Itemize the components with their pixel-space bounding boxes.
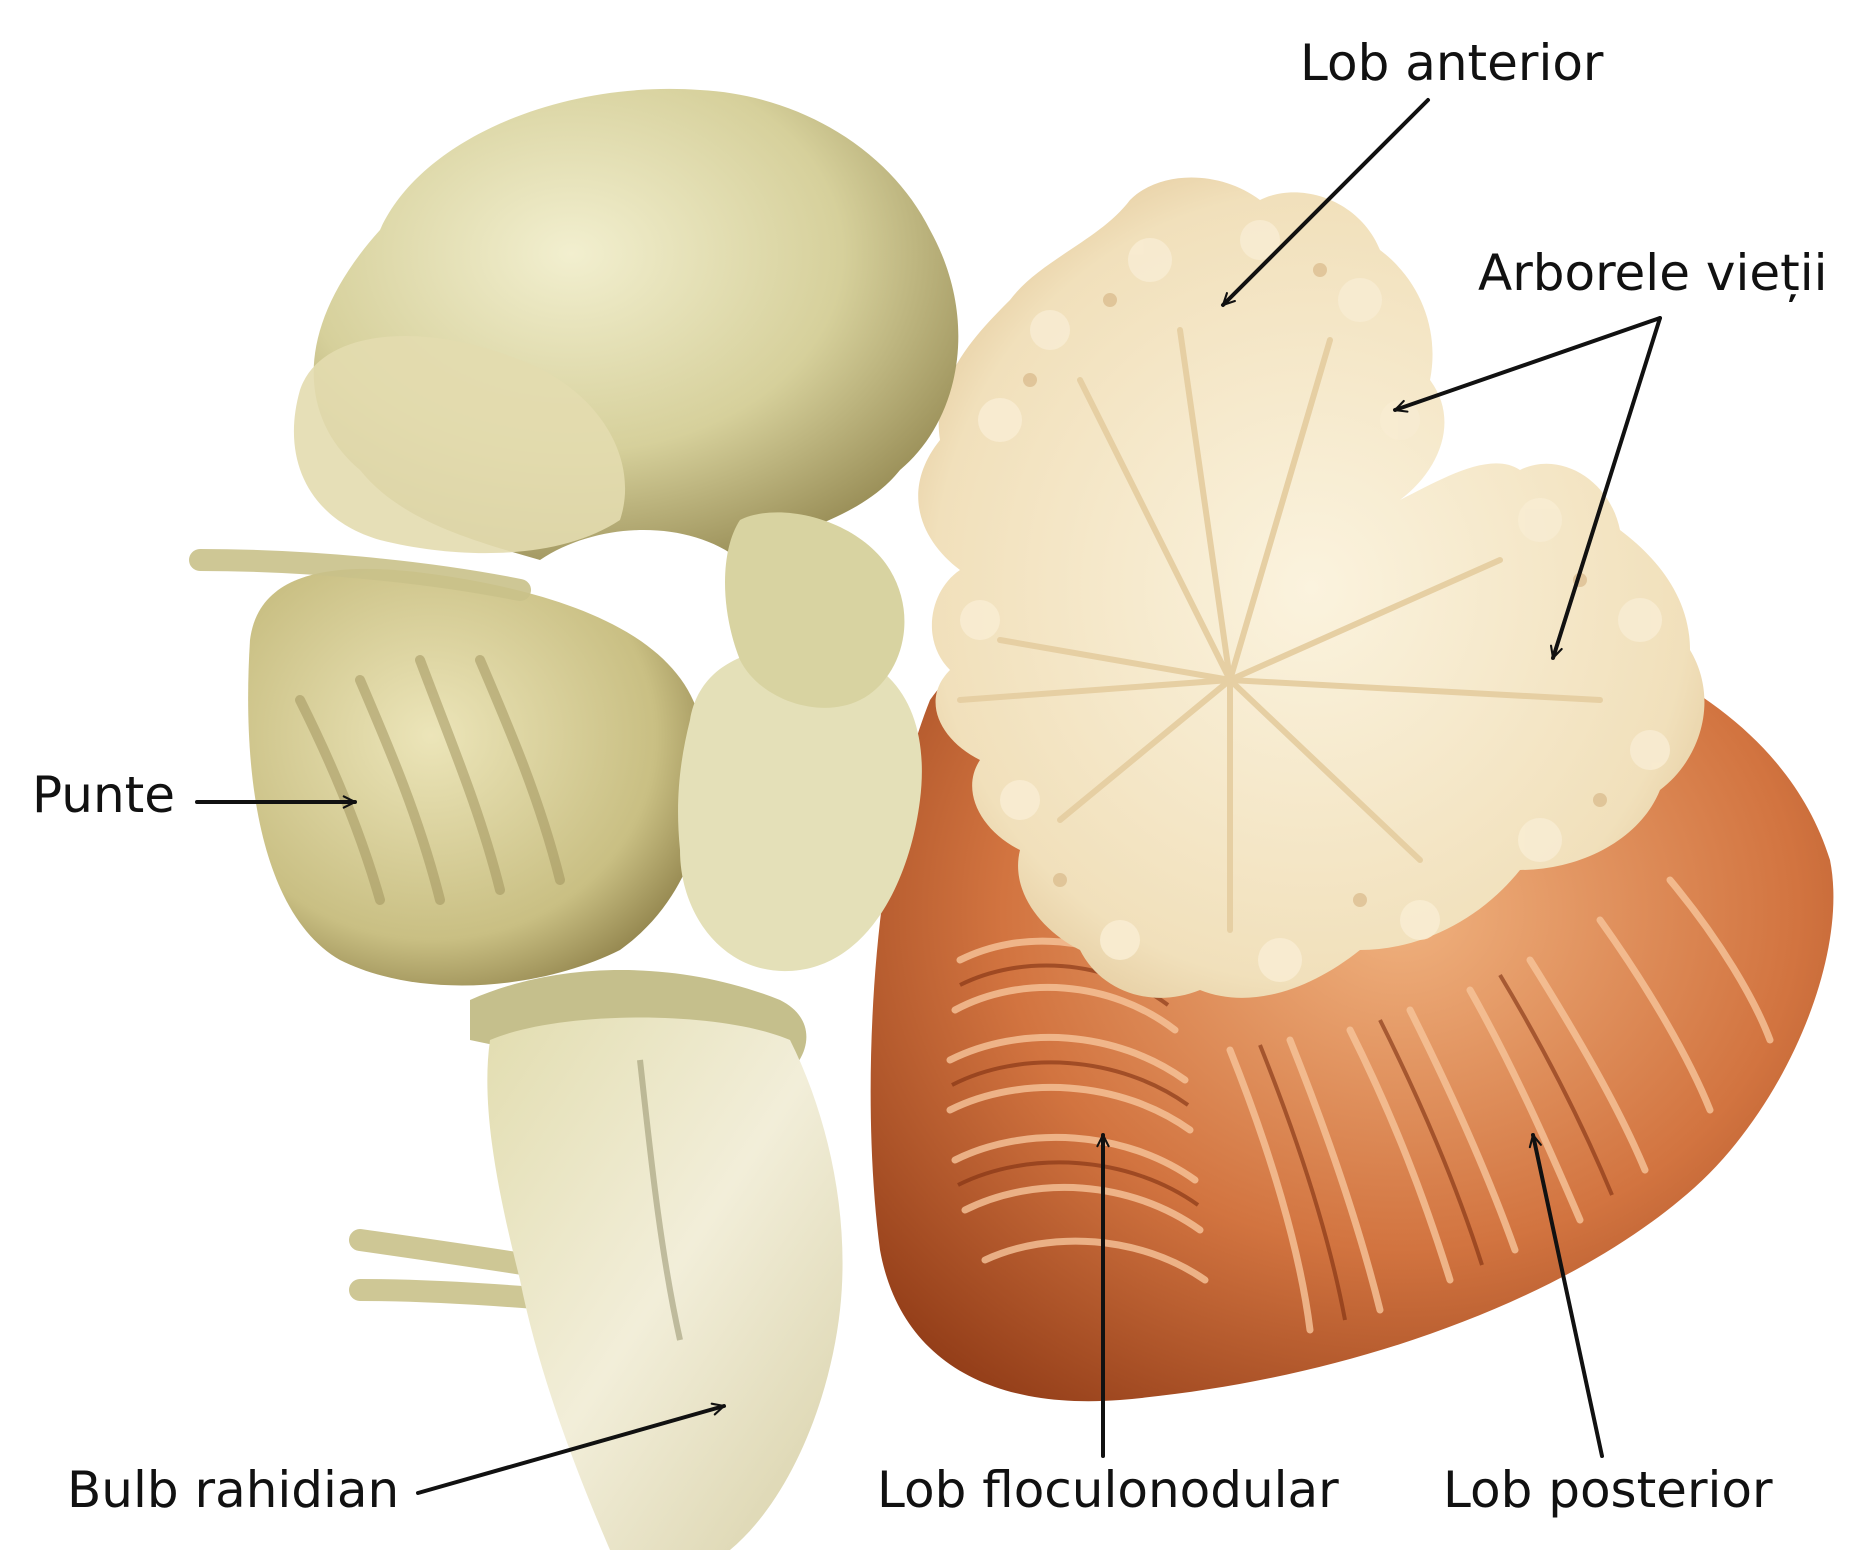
arrow-arborele-2 xyxy=(1549,316,1662,660)
label-lob-floculonodular: Lob floculonodular xyxy=(877,1461,1339,1519)
brainstem xyxy=(189,88,959,1550)
label-punte: Punte xyxy=(32,766,176,824)
arrows xyxy=(195,98,1662,1495)
label-lob-posterior: Lob posterior xyxy=(1443,1461,1773,1519)
arrow-lob-anterior xyxy=(1221,98,1430,307)
label-lob-anterior: Lob anterior xyxy=(1300,34,1604,92)
arrow-bulb xyxy=(416,1402,726,1495)
arrow-posterior xyxy=(1528,1133,1604,1458)
arbor-vitae xyxy=(918,177,1705,998)
label-bulb-rahidian: Bulb rahidian xyxy=(67,1461,400,1519)
arrow-arborele-1 xyxy=(1393,316,1662,413)
label-arborele-vietii: Arborele vieții xyxy=(1478,244,1828,302)
